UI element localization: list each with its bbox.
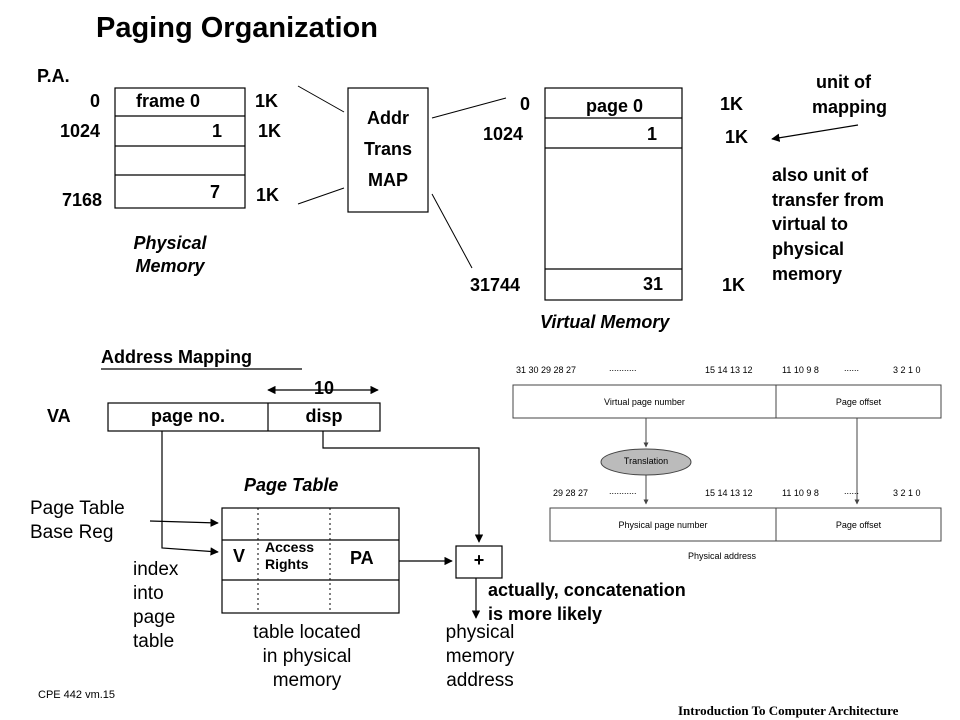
index-label-2: into (133, 583, 164, 604)
footer-course-label: CPE 442 vm.15 (38, 689, 116, 701)
pa-bits-high: 29 28 27 (553, 488, 589, 498)
pa-bits-low: 11 10 9 8 (782, 488, 819, 498)
physical-page-number-field: Physical page number (618, 520, 708, 530)
unit-of-mapping-line-2: mapping (812, 97, 887, 117)
addr-trans-line-3: MAP (368, 170, 408, 190)
va-bits-mid: 15 14 13 12 (705, 365, 753, 375)
ptbr-label-1: Page Table (30, 498, 125, 519)
index-label-3: page (133, 607, 176, 628)
mapping-arrows (149, 431, 484, 619)
transfer-note-line-1: also unit of (772, 165, 868, 185)
frame0-size: 1K (255, 91, 279, 111)
va-bits-end: 3 2 1 0 (893, 365, 921, 375)
pa-bits-mid: 15 14 13 12 (705, 488, 753, 498)
access-rights-label-2: Rights (265, 556, 309, 572)
pa-bits-dots-2: ...... (844, 486, 860, 496)
page0-label: page 0 (586, 96, 644, 116)
transfer-note-line-3: virtual to (772, 214, 849, 234)
va-label: VA (47, 406, 71, 426)
pa-field-label: PA (350, 548, 374, 568)
virtual-memory-box (544, 87, 683, 301)
virtual-memory-caption: Virtual Memory (540, 312, 670, 332)
physical-memory-box (114, 87, 246, 209)
footer-course-title: Introduction To Computer Architecture (678, 703, 899, 718)
page0-address: 0 (520, 94, 531, 114)
translation-label: Translation (623, 456, 669, 466)
addr-trans-line-1: Addr (367, 108, 409, 128)
physical-memory-caption-1: Physical (133, 233, 207, 253)
page31-size: 1K (722, 275, 746, 295)
pa-bits-dots-1: ........... (609, 486, 637, 496)
page1-label: 1 (647, 124, 658, 144)
index-label-1: index (133, 559, 179, 580)
va-bits-low: 11 10 9 8 (782, 365, 819, 375)
map-connectors (297, 85, 507, 269)
va-bits-high: 31 30 29 28 27 (516, 365, 577, 375)
adder-box (455, 545, 503, 579)
frame1-address: 1024 (60, 121, 101, 141)
va-page-offset-field: Page offset (835, 397, 882, 407)
concatenation-note-2: is more likely (488, 604, 603, 624)
physical-address-output-3: address (446, 670, 514, 691)
page-number-field: page no. (150, 406, 225, 426)
frame1-label: 1 (212, 121, 223, 141)
access-rights-label-1: Access (265, 539, 315, 555)
transfer-note-line-5: memory (772, 264, 843, 284)
table-located-line-2: in physical (262, 646, 352, 667)
addr-trans-line-2: Trans (363, 139, 413, 159)
virtual-page-number-field: Virtual page number (604, 397, 685, 407)
unit-of-mapping-line-1: unit of (816, 72, 871, 92)
transfer-note-line-4: physical (772, 239, 845, 259)
concatenation-note-1: actually, concatenation (488, 580, 686, 600)
physical-memory-caption-2: Memory (135, 256, 205, 276)
frame1-size: 1K (258, 121, 282, 141)
page1-address: 1024 (483, 124, 524, 144)
ptbr-label-2: Base Reg (30, 522, 114, 543)
frame0-address: 0 (90, 91, 101, 111)
page0-size: 1K (720, 94, 744, 114)
frame0-label: frame 0 (136, 91, 201, 111)
page31-address: 31744 (470, 275, 521, 295)
address-mapping-title: Address Mapping (101, 347, 253, 367)
physical-address-output-2: memory (445, 646, 515, 667)
physical-address-output-1: physical (445, 622, 515, 643)
transfer-note-line-2: transfer from (772, 190, 885, 210)
pa-page-offset-field: Page offset (835, 520, 882, 530)
page-table-box (221, 507, 400, 614)
disp-bits-label: 10 (314, 378, 335, 398)
adder-label: + (473, 550, 485, 570)
index-label-4: table (133, 631, 175, 652)
page-title: Paging Organization (96, 12, 378, 44)
frame7-label: 7 (210, 182, 221, 202)
disp-field: disp (305, 406, 343, 426)
page-table-title: Page Table (244, 475, 339, 495)
pa-bits-end: 3 2 1 0 (893, 488, 921, 498)
va-bits-dots-1: ........... (609, 363, 637, 373)
table-located-line-3: memory (272, 670, 342, 691)
unit-of-mapping-arrow (771, 124, 859, 142)
addr-trans-box (347, 87, 429, 213)
valid-bit-label: V (233, 546, 246, 566)
page1-size: 1K (725, 127, 749, 147)
translation-figure (512, 384, 942, 542)
frame7-address: 7168 (62, 190, 103, 210)
page31-label: 31 (643, 274, 664, 294)
frame7-size: 1K (256, 185, 280, 205)
table-located-line-1: table located (253, 622, 361, 643)
physical-address-caption: Physical address (688, 551, 757, 561)
va-register (107, 402, 381, 432)
pa-label: P.A. (37, 66, 70, 86)
va-bits-dots-2: ...... (844, 363, 860, 373)
